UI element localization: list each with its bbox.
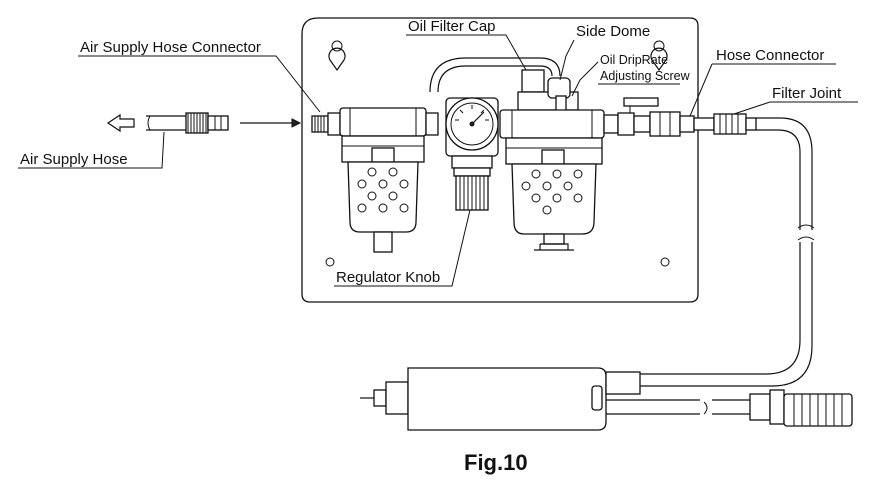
filter-joint-assembly bbox=[693, 113, 757, 135]
label-oil-filter-cap: Oil Filter Cap bbox=[408, 18, 496, 35]
leader-lines bbox=[18, 34, 858, 287]
inlet-connector bbox=[311, 112, 341, 136]
outlet-valve bbox=[617, 97, 695, 137]
regulator-unit bbox=[445, 97, 499, 211]
label-hose-connector: Hose Connector bbox=[716, 47, 824, 64]
air-filter-unit bbox=[339, 107, 439, 253]
figure-caption: Fig.10 bbox=[464, 450, 528, 475]
air-tool bbox=[360, 367, 853, 431]
label-side-dome: Side Dome bbox=[576, 23, 650, 40]
air-supply-hose-assembly bbox=[106, 112, 302, 134]
label-regulator-knob: Regulator Knob bbox=[336, 269, 440, 286]
hose-to-tool bbox=[640, 117, 815, 387]
label-filter-joint: Filter Joint bbox=[772, 85, 842, 102]
label-oil-drip-rate-line2: Adjusting Screw bbox=[600, 69, 691, 83]
label-oil-drip-rate-line1: Oil DripRate bbox=[600, 53, 668, 67]
lubricator-unit bbox=[429, 57, 619, 251]
label-air-supply-hose: Air Supply Hose bbox=[20, 151, 128, 168]
label-air-supply-hose-connector: Air Supply Hose Connector bbox=[80, 39, 261, 56]
